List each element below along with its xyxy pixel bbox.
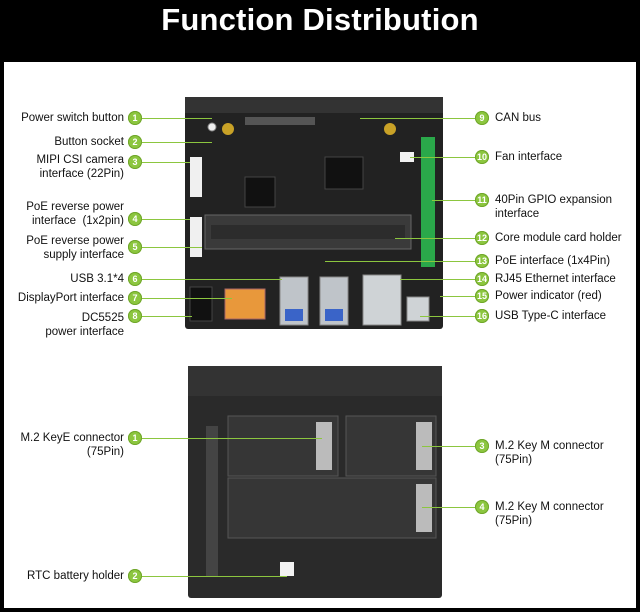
m2-keym-connector — [416, 484, 432, 532]
label-poe: PoE interface (1x4Pin) — [495, 255, 611, 267]
label-power-indicator: Power indicator (red) — [495, 290, 602, 302]
leader-line — [142, 298, 232, 299]
carrier-board-bottom-view — [188, 366, 442, 598]
label-power-switch: Power switch button — [21, 112, 124, 124]
badge-icon: 7 — [128, 291, 142, 305]
leader-line — [395, 238, 475, 239]
badge-icon: 6 — [128, 272, 142, 286]
label-gpio: 40Pin GPIO expansion interface — [495, 194, 612, 220]
rj45-port — [362, 274, 402, 326]
badge-icon: 1 — [128, 431, 142, 445]
badge-icon: 4 — [128, 212, 142, 226]
leader-line — [422, 507, 475, 508]
label-can-bus: CAN bus — [495, 112, 542, 124]
label-rj45: RJ45 Ethernet interface — [495, 273, 616, 285]
badge-icon: 8 — [128, 309, 142, 323]
board-body — [185, 97, 443, 329]
badge-icon: 12 — [475, 231, 489, 245]
csi-connector — [190, 217, 202, 257]
leader-line — [142, 247, 202, 248]
badge-icon: 13 — [475, 254, 489, 268]
chip — [324, 156, 364, 190]
label-usb-c: USB Type-C interface — [495, 310, 607, 322]
gpio-header — [421, 137, 435, 267]
badge-icon: 11 — [475, 193, 489, 207]
leader-line — [142, 316, 192, 317]
leader-line — [400, 279, 475, 280]
label-core-module: Core module card holder — [495, 232, 622, 244]
csi-connector — [190, 157, 202, 197]
usb-c-port — [406, 296, 430, 322]
leader-line — [422, 446, 475, 447]
dc-jack — [189, 286, 213, 322]
m2-keye-connector — [316, 422, 332, 470]
chip — [244, 176, 276, 208]
antenna-connector — [384, 123, 396, 135]
label-poe-reverse-supply: PoE reverse power supply interface — [26, 235, 124, 261]
leader-line — [142, 438, 322, 439]
displayport — [224, 288, 266, 320]
m2-keym-slot — [227, 477, 437, 539]
label-rtc: RTC battery holder — [27, 570, 124, 582]
pin-header — [206, 426, 218, 576]
badge-icon: 14 — [475, 272, 489, 286]
label-mipi-csi: MIPI CSI camera interface (22Pin) — [36, 154, 124, 180]
antenna-connector — [222, 123, 234, 135]
leader-line — [420, 316, 475, 317]
rtc-holder — [280, 562, 294, 576]
badge-icon: 10 — [475, 150, 489, 164]
label-poe-reverse-power: PoE reverse power interface (1x2pin) — [26, 201, 124, 227]
label-m2-keym-1: M.2 Key M connector (75Pin) — [495, 440, 604, 466]
badge-icon: 4 — [475, 500, 489, 514]
label-button-socket: Button socket — [54, 136, 124, 148]
leader-line — [142, 576, 287, 577]
leader-line — [142, 219, 190, 220]
leader-line — [142, 142, 212, 143]
leader-line — [432, 200, 475, 201]
board-frame — [188, 366, 442, 396]
leader-line — [142, 118, 212, 119]
label-dc5525: DC5525 power interface — [45, 312, 124, 338]
leader-line — [142, 162, 190, 163]
badge-icon: 3 — [128, 155, 142, 169]
badge-icon: 3 — [475, 439, 489, 453]
leader-line — [142, 279, 282, 280]
badge-icon: 5 — [128, 240, 142, 254]
power-switch — [207, 122, 217, 132]
carrier-board-top-view — [185, 97, 443, 329]
label-m2-keye: M.2 KeyE connector (75Pin) — [20, 432, 124, 458]
label-displayport: DisplayPort interface — [17, 292, 124, 304]
label-usb31: USB 3.1*4 — [70, 273, 124, 285]
badge-icon: 16 — [475, 309, 489, 323]
page-title: Function Distribution — [161, 2, 479, 37]
badge-icon: 9 — [475, 111, 489, 125]
label-m2-keym-2: M.2 Key M connector (75Pin) — [495, 501, 604, 527]
badge-icon: 1 — [128, 111, 142, 125]
leader-line — [325, 261, 475, 262]
board-top-edge — [185, 97, 443, 113]
fan-header — [400, 152, 414, 162]
leader-line — [360, 118, 475, 119]
leader-line — [410, 157, 475, 158]
badge-icon: 2 — [128, 569, 142, 583]
label-fan: Fan interface — [495, 151, 563, 163]
badge-icon: 2 — [128, 135, 142, 149]
leader-line — [440, 296, 475, 297]
badge-icon: 15 — [475, 289, 489, 303]
header: Function Distribution — [0, 0, 640, 40]
